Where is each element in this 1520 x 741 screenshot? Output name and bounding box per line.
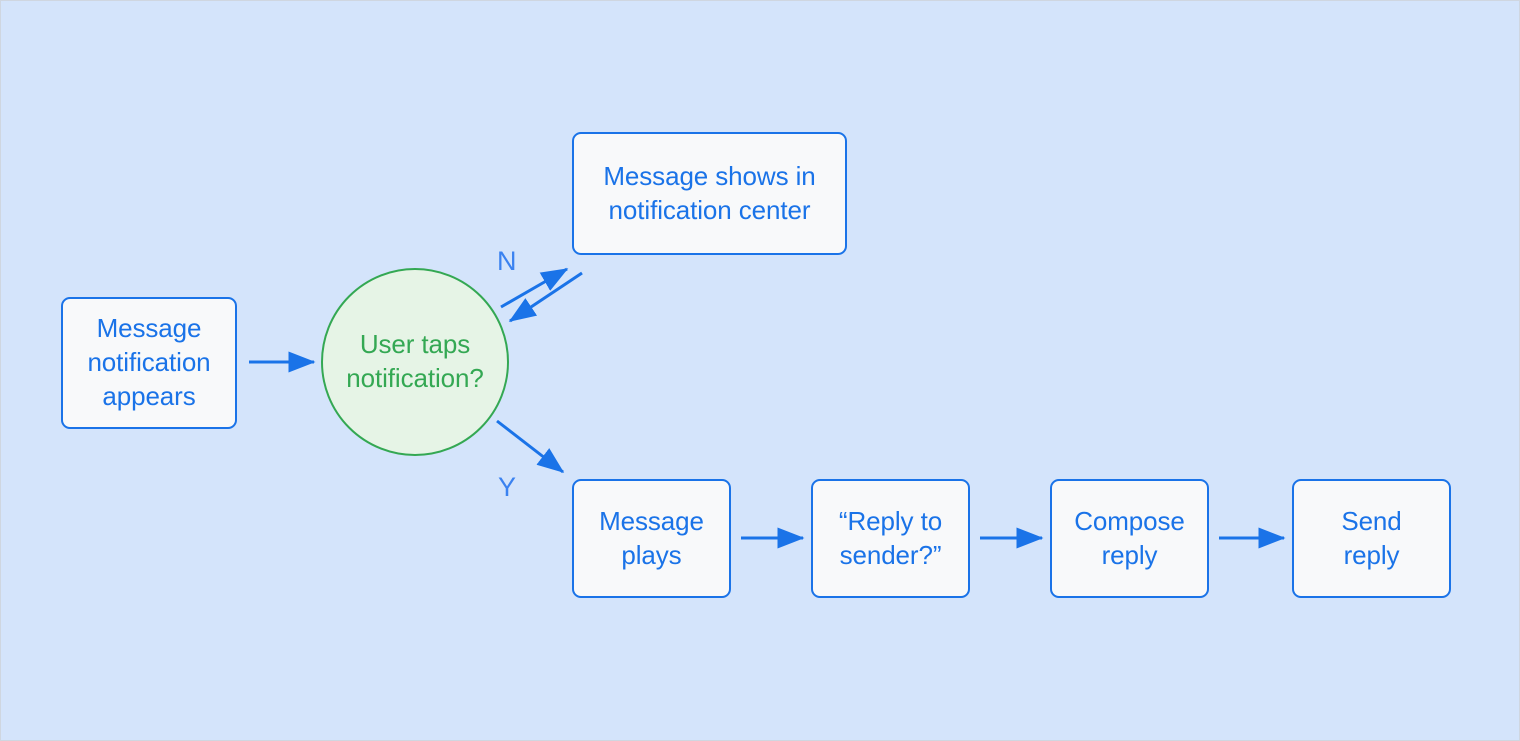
edge-decision-to-message-plays xyxy=(496,419,565,474)
node-send-reply[interactable]: Send reply xyxy=(1292,479,1451,598)
node-message-shows-in-notification-center[interactable]: Message shows in notification center xyxy=(572,132,847,255)
node-label: Message shows in notification center xyxy=(603,160,816,225)
node-user-taps-notification-decision[interactable]: User taps notification? xyxy=(321,268,509,456)
edge-notification-center-to-decision xyxy=(508,271,583,323)
edge-label-no: N xyxy=(497,246,517,276)
node-message-plays[interactable]: Message plays xyxy=(572,479,731,598)
node-message-notification-appears[interactable]: Message notification appears xyxy=(61,297,237,429)
node-label: Message notification appears xyxy=(87,313,211,411)
node-label: “Reply to sender?” xyxy=(838,505,943,570)
node-label: Send reply xyxy=(1341,505,1402,570)
node-reply-to-sender[interactable]: “Reply to sender?” xyxy=(811,479,970,598)
node-compose-reply[interactable]: Compose reply xyxy=(1050,479,1209,598)
edge-label-yes: Y xyxy=(498,472,517,502)
node-label: Compose reply xyxy=(1074,505,1185,570)
node-label: User taps notification? xyxy=(346,329,484,393)
node-label: Message plays xyxy=(599,505,704,570)
